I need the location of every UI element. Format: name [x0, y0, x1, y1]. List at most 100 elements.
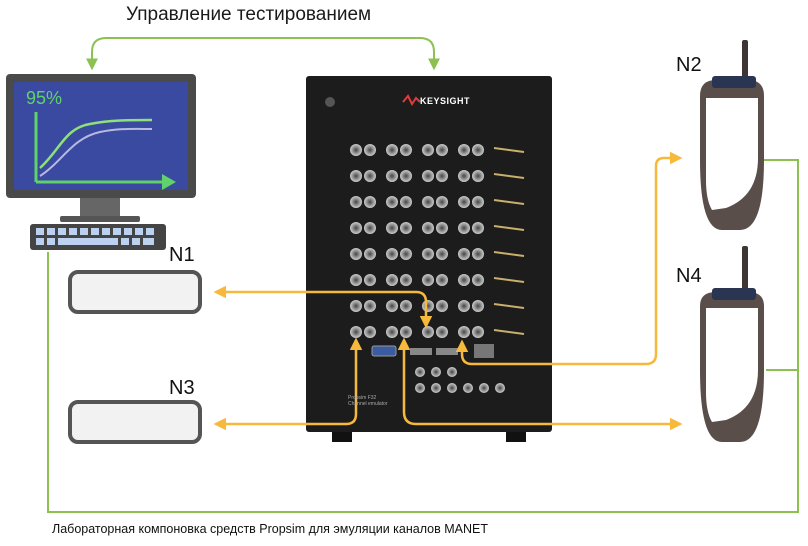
rf-connector — [364, 222, 376, 234]
aux-connector — [447, 367, 457, 377]
aux-connector — [415, 383, 425, 393]
rf-connector — [436, 274, 448, 286]
diagram-title: Управление тестированием — [126, 4, 372, 25]
rf-connector — [350, 144, 362, 156]
rf-connector — [436, 144, 448, 156]
rf-connector — [386, 222, 398, 234]
rf-connector — [458, 222, 470, 234]
rf-link-n3 — [213, 337, 363, 431]
rf-connector — [472, 170, 484, 182]
rf-connector — [436, 326, 448, 338]
rf-connector — [472, 274, 484, 286]
rf-connector — [350, 170, 362, 182]
control-loop — [47, 159, 799, 513]
rf-connector — [364, 144, 376, 156]
aux-connector — [495, 383, 505, 393]
rf-connector — [350, 326, 362, 338]
rf-connector — [458, 300, 470, 312]
rf-connector — [350, 300, 362, 312]
rf-connector — [364, 300, 376, 312]
aux-connector — [447, 383, 457, 393]
rf-connector — [386, 274, 398, 286]
propsim-emulator — [306, 76, 552, 442]
rf-connector — [436, 196, 448, 208]
aux-connector — [431, 367, 441, 377]
aux-connector — [479, 383, 489, 393]
rf-connector — [400, 326, 412, 338]
emulator-model-sub: Channel emulator — [348, 401, 388, 407]
rf-connector — [422, 144, 434, 156]
rf-connector — [472, 248, 484, 260]
rf-connector — [400, 170, 412, 182]
aux-connector — [431, 383, 441, 393]
control-arrow-top — [86, 37, 440, 71]
emulator-model-name: Propsim F32 — [348, 395, 377, 401]
rf-connector — [364, 248, 376, 260]
rf-connector — [458, 326, 470, 338]
emulator-model: Propsim F32 Channel emulator — [348, 395, 387, 407]
monitor — [6, 74, 196, 250]
rf-connector — [386, 248, 398, 260]
rf-connector — [386, 144, 398, 156]
rf-connector — [422, 170, 434, 182]
rf-connector — [422, 222, 434, 234]
node-n1-label: N1 — [169, 244, 195, 266]
aux-connector — [463, 383, 473, 393]
node-n3-label: N3 — [169, 377, 195, 399]
rf-connector — [422, 274, 434, 286]
rf-connector — [472, 144, 484, 156]
node-n2-label: N2 — [676, 54, 702, 76]
rf-connector — [472, 222, 484, 234]
rf-connector — [350, 274, 362, 286]
rf-connector — [472, 300, 484, 312]
rf-connector — [400, 274, 412, 286]
rf-connector — [436, 170, 448, 182]
rf-connector — [436, 222, 448, 234]
rf-connector — [436, 248, 448, 260]
rf-connector — [458, 196, 470, 208]
rf-connector — [364, 274, 376, 286]
rf-connector — [472, 326, 484, 338]
rf-connector — [458, 248, 470, 260]
rf-connector — [364, 326, 376, 338]
rf-connector — [350, 196, 362, 208]
node-n2-device[interactable] — [700, 40, 764, 230]
rf-connector — [400, 248, 412, 260]
rf-connector — [350, 222, 362, 234]
rf-connector — [364, 170, 376, 182]
rf-link-n4 — [397, 337, 683, 431]
node-n4-label: N4 — [676, 265, 702, 287]
node-n1-box[interactable] — [68, 270, 202, 314]
rf-connector — [422, 248, 434, 260]
aux-connector — [415, 367, 425, 377]
loop-cable — [493, 147, 525, 153]
rf-connector — [350, 248, 362, 260]
rf-link-n1 — [213, 285, 433, 329]
rf-connector — [422, 196, 434, 208]
rf-link-n2 — [455, 151, 683, 366]
rf-connector — [400, 300, 412, 312]
rf-connector — [400, 222, 412, 234]
rf-connector — [458, 170, 470, 182]
figure-caption: Лабораторная компоновка средств Propsim … — [52, 522, 488, 536]
monitor-percent: 95% — [26, 88, 63, 108]
rf-connector — [436, 300, 448, 312]
rf-connector — [386, 300, 398, 312]
emulator-brand: KEYSIGHT — [420, 96, 471, 106]
rf-connector — [400, 144, 412, 156]
rf-connector — [364, 196, 376, 208]
rf-connector — [386, 170, 398, 182]
rf-connector — [386, 196, 398, 208]
rf-connector — [458, 144, 470, 156]
keyboard-keys — [36, 228, 154, 245]
node-n3-box[interactable] — [68, 400, 202, 444]
rf-connector — [458, 274, 470, 286]
rf-connector — [472, 196, 484, 208]
rf-connector — [400, 196, 412, 208]
rf-connector — [386, 326, 398, 338]
rf-connector — [422, 300, 434, 312]
node-n4-device[interactable] — [700, 246, 764, 442]
rf-connector — [422, 326, 434, 338]
